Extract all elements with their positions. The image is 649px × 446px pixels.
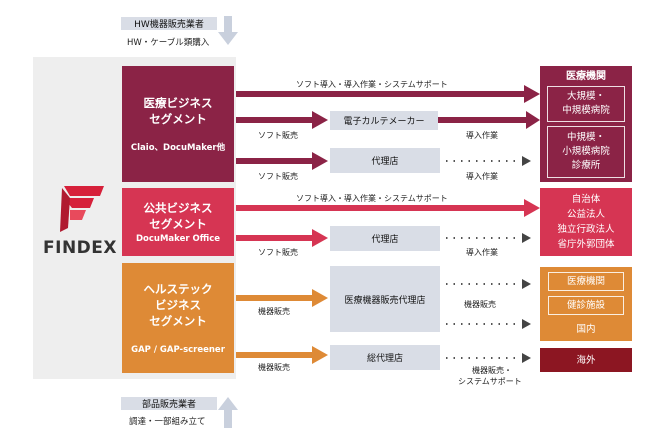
ehr-maker-label: 電子カルテメーカー bbox=[343, 117, 425, 127]
segment-medical-title-1: 医療ビジネス bbox=[143, 96, 213, 110]
supplier-top-label: HW機器販売業者 bbox=[134, 20, 204, 30]
arrow-ht-to-dealer bbox=[236, 289, 328, 307]
dest-public-3: 独立行政法人 bbox=[557, 224, 615, 235]
dest-medical-small-line1: 中規模・ bbox=[566, 132, 605, 143]
dest-medical-header: 医療機関 bbox=[566, 71, 606, 82]
device-dealer-label: 医療機器販売代理店 bbox=[344, 295, 426, 306]
dest-public-1: 自治体 bbox=[571, 194, 601, 205]
segment-healthtech-products: GAP / GAP-screener bbox=[131, 345, 225, 355]
segment-medical: 医療ビジネス セグメント Claio、DocuMaker他 bbox=[122, 66, 234, 182]
ehr-maker-box: 電子カルテメーカー bbox=[330, 111, 438, 130]
dest-medical-large-line2: 中規模病院 bbox=[562, 105, 610, 116]
dest-medical-panel: 医療機関 大規模・ 中規模病院 中規模・ 小規模病院 診療所 bbox=[540, 66, 632, 182]
dest-medical-large: 大規模・ 中規模病院 bbox=[547, 86, 625, 122]
supply-arrow-top bbox=[218, 16, 238, 45]
label-ht-overseas-2: システムサポート bbox=[458, 377, 522, 386]
dest-medical-small: 中規模・ 小規模病院 診療所 bbox=[547, 126, 625, 178]
segment-healthtech-title-2: ビジネス bbox=[155, 298, 201, 312]
dest-overseas-label: 海外 bbox=[576, 354, 596, 366]
dots-dealer-to-domestic bbox=[446, 319, 531, 329]
segment-public-title-2: セグメント bbox=[149, 217, 207, 231]
general-agent-label: 総代理店 bbox=[366, 354, 403, 364]
agent-medical-box: 代理店 bbox=[330, 148, 440, 173]
supplier-bottom-sub: 調達・一部組み立て bbox=[129, 417, 206, 427]
dest-medical-small-line2: 小規模病院 bbox=[562, 146, 610, 157]
segment-medical-title-2: セグメント bbox=[149, 112, 207, 126]
segment-public: 公共ビジネス セグメント DocuMaker Office bbox=[122, 188, 234, 256]
label-ht-overseas-1: 機器販売・ bbox=[472, 366, 512, 375]
arrow-med-to-agent bbox=[236, 152, 328, 170]
supply-arrow-bottom bbox=[218, 397, 238, 428]
supplier-bottom-box: 部品販売業者 bbox=[121, 397, 217, 410]
supplier-top-sub: HW・ケーブル類購入 bbox=[127, 38, 210, 48]
dest-ht-domestic: 国内 bbox=[576, 324, 596, 335]
supplier-bottom-label: 部品販売業者 bbox=[141, 400, 196, 410]
segment-healthtech-title-1: ヘルステック bbox=[143, 282, 213, 296]
agent-public-box: 代理店 bbox=[330, 226, 440, 251]
dest-ht-medical: 医療機関 bbox=[548, 272, 624, 291]
supplier-top-box: HW機器販売業者 bbox=[121, 17, 217, 30]
dest-public-4: 省庁外郭団体 bbox=[557, 239, 615, 250]
segment-healthtech-title-3: セグメント bbox=[149, 314, 207, 328]
dest-public-panel: 自治体 公益法人 独立行政法人 省庁外郭団体 bbox=[540, 188, 632, 256]
agent-public-label: 代理店 bbox=[371, 235, 399, 245]
label-pub-install: 導入作業 bbox=[466, 248, 498, 257]
label-med-install-2: 導入作業 bbox=[466, 172, 498, 181]
label-ht-device-sales-1: 機器販売 bbox=[258, 307, 290, 316]
segment-medical-products: Claio、DocuMaker他 bbox=[130, 143, 226, 153]
dest-public-2: 公益法人 bbox=[566, 209, 605, 220]
findex-logo-icon bbox=[60, 186, 104, 232]
arrow-med-to-ehr bbox=[236, 111, 328, 129]
arrow-ehr-to-dest bbox=[438, 111, 540, 129]
general-agent-box: 総代理店 bbox=[330, 345, 440, 370]
company-name: FINDEX bbox=[43, 238, 117, 258]
segment-healthtech: ヘルステック ビジネス セグメント GAP / GAP-screener bbox=[122, 263, 234, 373]
segment-public-products: DocuMaker Office bbox=[135, 234, 221, 244]
arrow-med-direct bbox=[236, 85, 540, 103]
dots-pub-agent bbox=[446, 233, 531, 243]
label-med-install-1: 導入作業 bbox=[466, 131, 498, 140]
dest-overseas-panel: 海外 bbox=[540, 348, 632, 372]
dest-healthtech-panel: 医療機関 健診施設 国内 bbox=[540, 267, 632, 341]
dots-dealer-to-medical bbox=[446, 279, 531, 289]
device-dealer-box: 医療機器販売代理店 bbox=[330, 266, 440, 332]
segment-public-title-1: 公共ビジネス bbox=[143, 201, 213, 215]
label-pub-soft-sales: ソフト販売 bbox=[258, 248, 298, 257]
label-med-soft-sales-1: ソフト販売 bbox=[258, 131, 298, 140]
dest-medical-small-line3: 診療所 bbox=[571, 160, 601, 171]
dots-general-to-overseas bbox=[446, 353, 531, 363]
label-ht-device-sales-2: 機器販売 bbox=[464, 300, 496, 309]
dots-med-agent bbox=[446, 156, 531, 166]
agent-medical-label: 代理店 bbox=[371, 157, 399, 167]
label-med-direct: ソフト導入・導入作業・システムサポート bbox=[296, 80, 448, 89]
label-med-soft-sales-2: ソフト販売 bbox=[258, 172, 298, 181]
dest-medical-large-line1: 大規模・ bbox=[566, 91, 605, 102]
arrow-ht-to-general-agent bbox=[236, 346, 328, 364]
arrow-pub-direct bbox=[236, 199, 540, 217]
dest-ht-checkup: 健診施設 bbox=[548, 296, 624, 315]
arrow-pub-to-agent bbox=[236, 229, 328, 247]
label-ht-device-sales-3: 機器販売 bbox=[258, 363, 290, 372]
label-pub-direct: ソフト導入・導入作業・システムサポート bbox=[296, 194, 448, 203]
